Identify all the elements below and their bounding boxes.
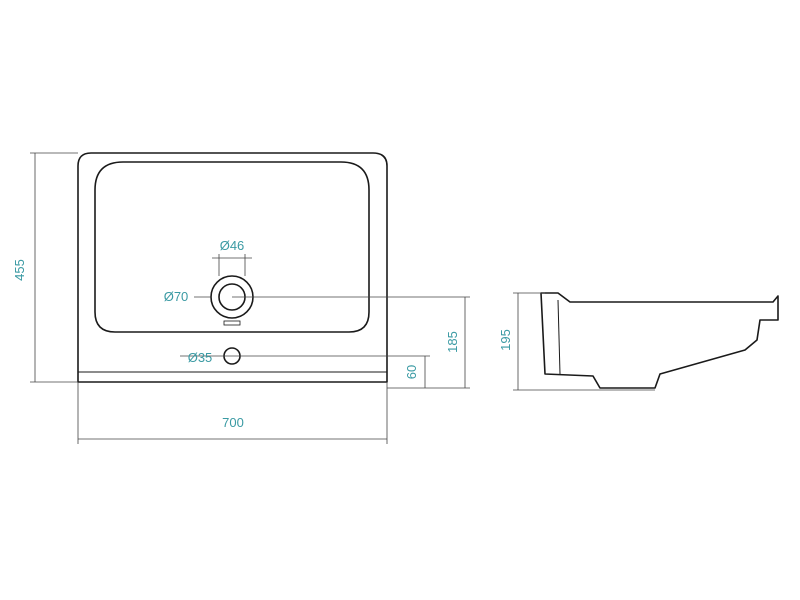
label-d46: Ø46 xyxy=(220,238,245,253)
label-60: 60 xyxy=(404,365,419,379)
side-view xyxy=(513,292,779,391)
label-d35: Ø35 xyxy=(188,350,213,365)
label-185: 185 xyxy=(445,331,460,353)
label-195: 195 xyxy=(498,329,513,351)
label-d70: Ø70 xyxy=(164,289,189,304)
basin-side-profile xyxy=(540,292,779,389)
top-view xyxy=(77,152,470,383)
label-700: 700 xyxy=(222,415,244,430)
basin-inner-bowl xyxy=(94,161,370,333)
basin-outer-rim xyxy=(77,152,388,383)
dimension-labels: 455 700 Ø46 Ø70 Ø35 185 60 195 xyxy=(12,238,513,430)
dimension-lines xyxy=(30,152,470,444)
basin-side-inner xyxy=(557,299,561,375)
label-455: 455 xyxy=(12,259,27,281)
drain-center-mark xyxy=(223,320,241,326)
